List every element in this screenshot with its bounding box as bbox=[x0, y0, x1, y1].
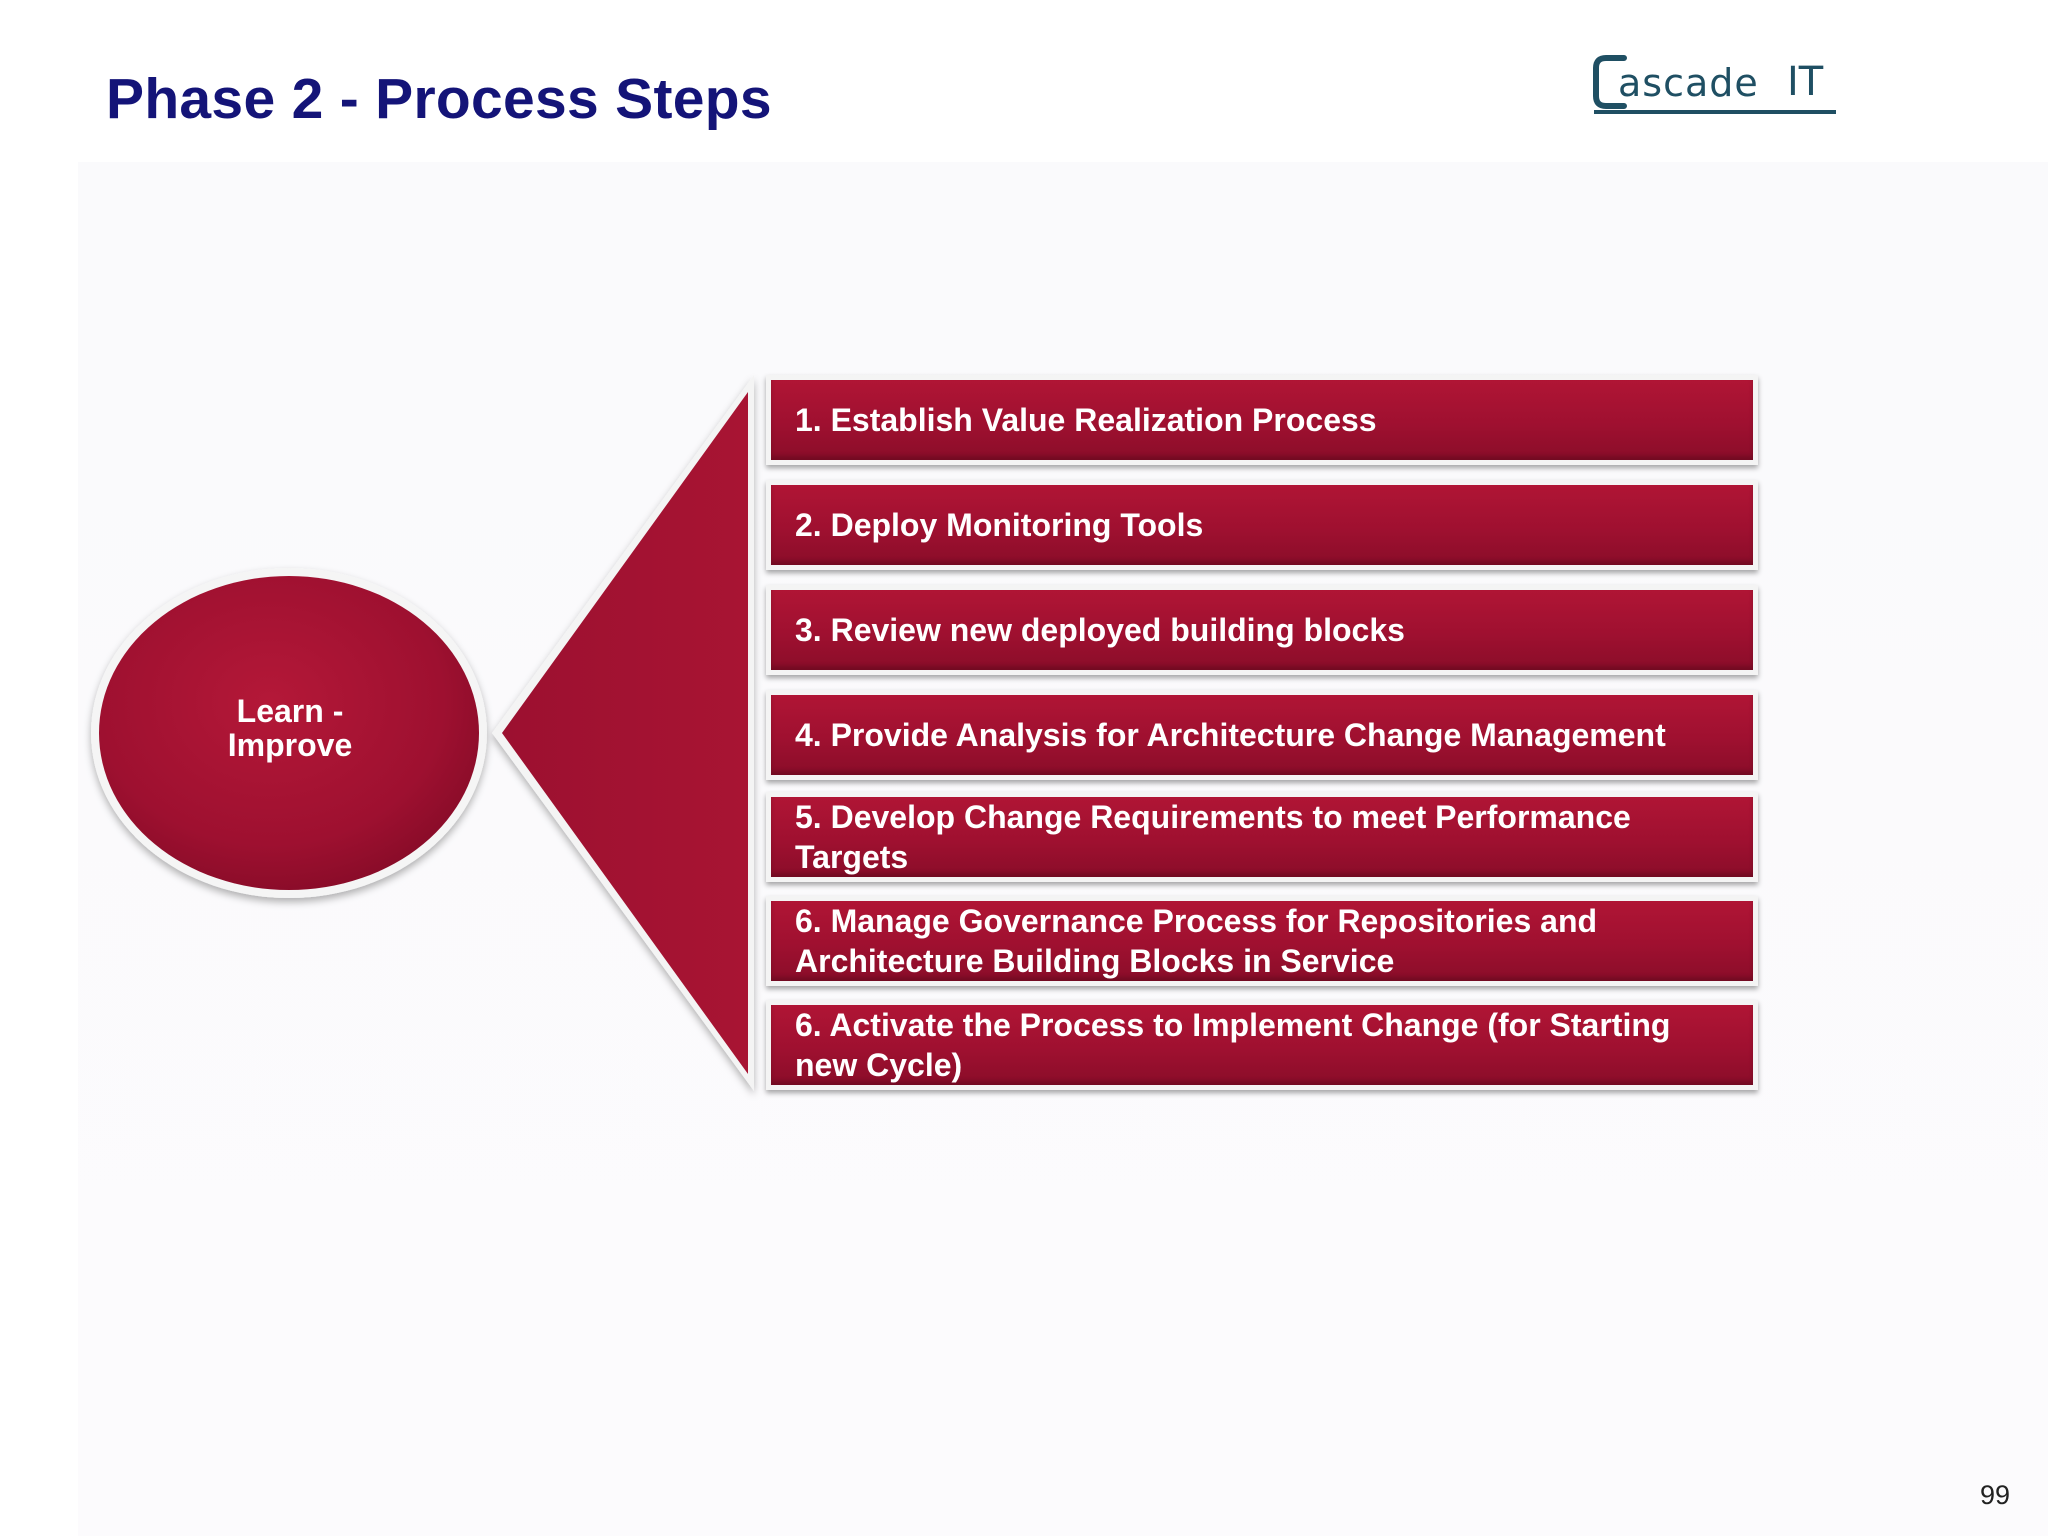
hub-label-text: Learn - Improve bbox=[227, 693, 353, 763]
step-4-label: 4. Provide Analysis for Architecture Cha… bbox=[795, 717, 1666, 753]
step-7: 6. Activate the Process to Implement Cha… bbox=[766, 1000, 1758, 1090]
step-6: 6. Manage Governance Process for Reposit… bbox=[766, 896, 1758, 986]
logo-it-mark: IT bbox=[1787, 59, 1824, 105]
logo-wordmark: ascade bbox=[1618, 61, 1759, 105]
step-5-label: 5. Develop Change Requirements to meet P… bbox=[795, 799, 1631, 875]
logo-underline bbox=[1594, 110, 1836, 114]
step-2-label: 2. Deploy Monitoring Tools bbox=[795, 507, 1204, 543]
hub-circle bbox=[99, 576, 479, 890]
step-6-label: 6. Manage Governance Process for Reposit… bbox=[795, 903, 1598, 979]
step-3: 3. Review new deployed building blocks bbox=[766, 585, 1758, 675]
step-2: 2. Deploy Monitoring Tools bbox=[766, 480, 1758, 570]
step-7-label: 6. Activate the Process to Implement Cha… bbox=[795, 1007, 1671, 1083]
step-4: 4. Provide Analysis for Architecture Cha… bbox=[766, 690, 1758, 780]
company-logo: ascade IT bbox=[1590, 52, 1840, 118]
logo-c-mark bbox=[1593, 55, 1627, 109]
hub-label: Learn - Improve bbox=[190, 694, 390, 762]
page-title: Phase 2 - Process Steps bbox=[106, 67, 772, 131]
connector-triangle bbox=[502, 392, 748, 1074]
page-number: 99 bbox=[1979, 1480, 2010, 1510]
step-1-label: 1. Establish Value Realization Process bbox=[795, 402, 1377, 438]
step-1: 1. Establish Value Realization Process bbox=[766, 375, 1758, 465]
step-3-label: 3. Review new deployed building blocks bbox=[795, 612, 1405, 648]
step-5: 5. Develop Change Requirements to meet P… bbox=[766, 792, 1758, 882]
